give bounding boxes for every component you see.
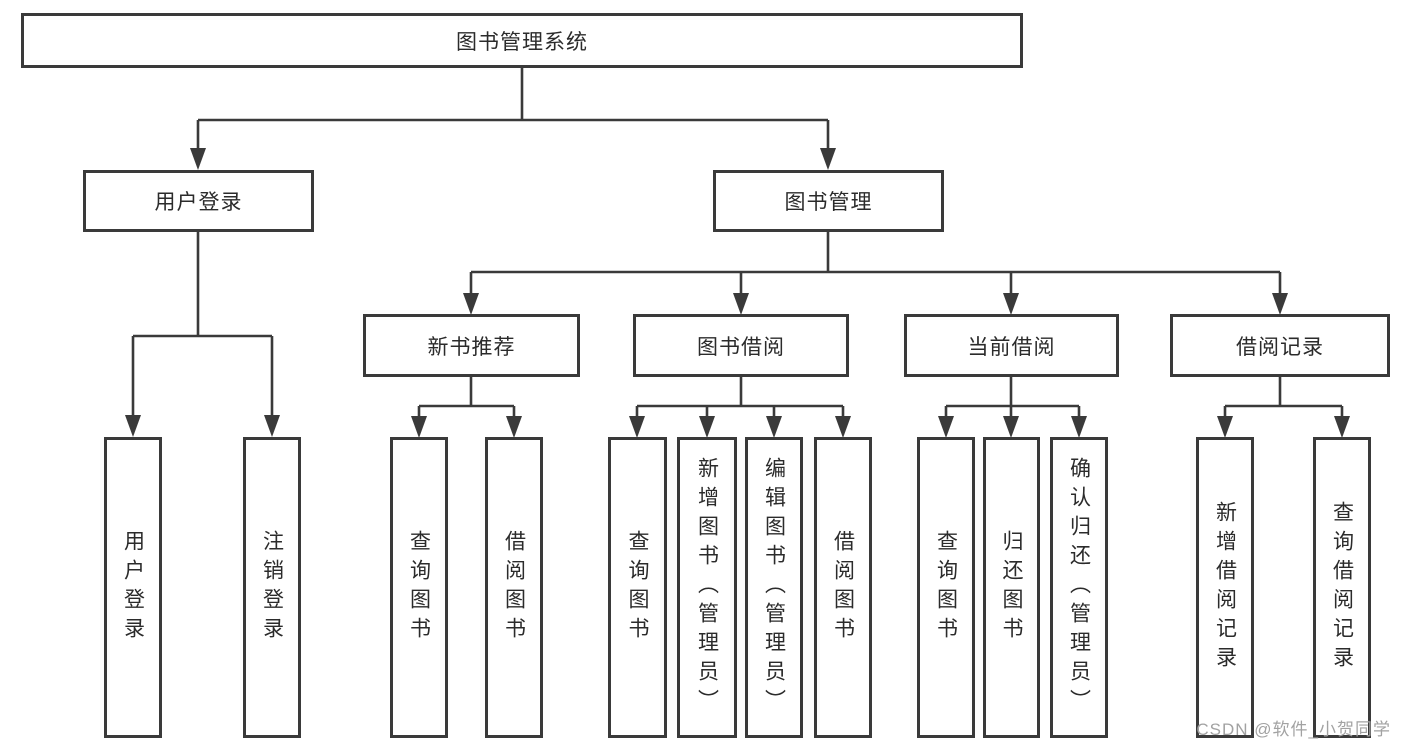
leaf-user-login-label: 用户登录 xyxy=(121,529,145,646)
leaf-query-books-borrow: 查询图书 xyxy=(608,437,667,738)
node-new-book-recommend: 新书推荐 xyxy=(363,314,580,377)
leaf-logout: 注销登录 xyxy=(243,437,301,738)
leaf-add-borrow-record: 新增借阅记录 xyxy=(1196,437,1254,738)
node-borrow-records: 借阅记录 xyxy=(1170,314,1390,377)
leaf-borrow-books: 借阅图书 xyxy=(814,437,872,738)
leaf-borrow-books-recommend-label: 借阅图书 xyxy=(502,529,526,646)
leaf-query-books-recommend: 查询图书 xyxy=(390,437,448,738)
leaf-edit-book-admin-label: 编辑图书（管理员） xyxy=(762,457,786,718)
leaf-logout-label: 注销登录 xyxy=(260,529,284,646)
leaf-query-books-recommend-label: 查询图书 xyxy=(407,529,431,646)
node-root-library-system: 图书管理系统 xyxy=(21,13,1023,68)
leaf-return-books-label: 归还图书 xyxy=(1000,529,1023,646)
leaf-borrow-books-recommend: 借阅图书 xyxy=(485,437,543,738)
leaf-query-borrow-record: 查询借阅记录 xyxy=(1313,437,1371,738)
leaf-query-books-borrow-label: 查询图书 xyxy=(626,529,649,646)
leaf-confirm-return-admin: 确认归还（管理员） xyxy=(1050,437,1108,738)
leaf-add-book-admin-label: 新增图书（管理员） xyxy=(695,457,719,718)
leaf-query-books-current: 查询图书 xyxy=(917,437,975,738)
leaf-query-borrow-record-label: 查询借阅记录 xyxy=(1330,500,1354,675)
leaf-add-borrow-record-label: 新增借阅记录 xyxy=(1213,500,1237,675)
leaf-confirm-return-admin-label: 确认归还（管理员） xyxy=(1067,457,1091,718)
csdn-watermark: CSDN @软件_小贺同学 xyxy=(1196,720,1391,739)
node-current-borrow: 当前借阅 xyxy=(904,314,1119,377)
node-book-management: 图书管理 xyxy=(713,170,944,232)
leaf-borrow-books-label: 借阅图书 xyxy=(831,529,855,646)
node-book-borrow: 图书借阅 xyxy=(633,314,849,377)
leaf-user-login: 用户登录 xyxy=(104,437,162,738)
leaf-return-books: 归还图书 xyxy=(983,437,1040,738)
leaf-query-books-current-label: 查询图书 xyxy=(934,529,958,646)
leaf-edit-book-admin: 编辑图书（管理员） xyxy=(745,437,803,738)
leaf-add-book-admin: 新增图书（管理员） xyxy=(677,437,737,738)
node-user-login: 用户登录 xyxy=(83,170,314,232)
